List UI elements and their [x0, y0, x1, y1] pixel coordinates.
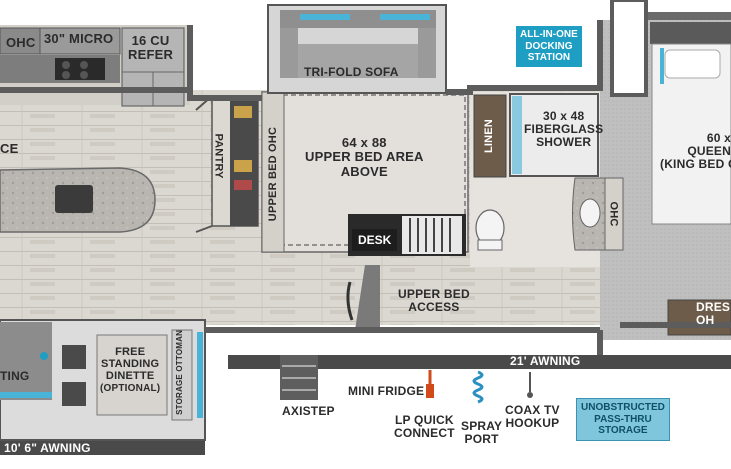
shower — [509, 93, 599, 177]
label-dresser-line2: OH — [696, 313, 715, 328]
badge-pass-line3: STORAGE — [598, 425, 648, 436]
label-ce: CE — [0, 141, 19, 156]
label-shower-line2: FIBERGLASS — [524, 122, 604, 137]
label-ohc-kitchen: OHC — [6, 35, 36, 50]
label-dinette-line3: DINETTE — [105, 370, 155, 383]
label-dinette-line2: STANDING — [101, 358, 160, 371]
label-queen-line3: (KING BED C — [660, 157, 731, 172]
kitchen-ohc-cabinet — [0, 27, 41, 55]
theater-seating — [0, 322, 52, 400]
storage-ottoman — [171, 329, 193, 421]
label-pantry: PANTRY — [212, 133, 225, 179]
label-lp-line2: CONNECT — [394, 426, 455, 441]
label-shower-line1: 30 x 48 — [542, 109, 585, 123]
label-dinette-line4: (OPTIONAL) — [100, 383, 161, 395]
label-storage-ottoman: STORAGE OTTOMAN — [175, 329, 185, 415]
label-micro: 30" MICRO — [44, 31, 114, 46]
dinette-chair-1 — [62, 345, 86, 369]
label-queen-line1: 60 x — [706, 131, 731, 145]
label-shower: 30 x 48 FIBERGLASS SHOWER — [524, 109, 604, 150]
bed-headboard — [650, 22, 731, 44]
label-refer-line2: REFER — [128, 47, 174, 63]
label-bed-area-line3: ABOVE — [340, 163, 388, 179]
label-shower-line3: SHOWER — [536, 135, 592, 150]
sofa-arm-left — [280, 28, 298, 78]
label-upper-access-line2: ACCESS — [408, 300, 460, 315]
label-upper-bed-ohc: UPPER BED OHC — [267, 126, 280, 222]
badge-docking-line2: DOCKING — [525, 40, 573, 52]
label-desk: DESK — [352, 229, 398, 251]
label-coax-line2: HOOKUP — [505, 416, 560, 431]
top-right-slide — [610, 0, 648, 97]
label-axistep: AXISTEP — [282, 404, 335, 418]
label-lp-quick-connect: LP QUICK CONNECT — [394, 413, 455, 441]
label-awning-left: 10' 6" AWNING — [4, 441, 91, 455]
label-upper-access-line1: UPPER BED — [398, 287, 470, 301]
linen-closet — [473, 94, 507, 178]
badge-docking-line3: STATION — [527, 52, 571, 63]
label-coax-tv-hookup: COAX TV HOOKUP — [505, 403, 560, 431]
label-dresser-line1: DRES — [696, 300, 731, 314]
label-linen: LINEN — [482, 119, 495, 154]
badge-pass-line2: PASS-THRU — [594, 413, 652, 425]
badge-pass-thru-storage: UNOBSTRUCTED PASS-THRU STORAGE — [576, 398, 670, 441]
dinette-table — [96, 334, 168, 416]
label-mini-fridge: MINI FRIDGE — [348, 384, 425, 398]
dinette-chair-2 — [62, 382, 86, 406]
dresser — [667, 299, 731, 336]
badge-pass-line1: UNOBSTRUCTED — [581, 402, 665, 413]
island-sink — [55, 185, 93, 213]
label-awning-right: 21' AWNING — [510, 354, 581, 368]
label-bed-area-line1: 64 x 88 — [341, 135, 387, 150]
label-upper-bed-area: 64 x 88 UPPER BED AREA ABOVE — [305, 135, 424, 179]
badge-docking-station: ALL-IN-ONE DOCKING STATION — [516, 26, 582, 67]
awning-right-bar — [228, 355, 731, 369]
label-bed-area-line2: UPPER BED AREA — [305, 149, 424, 165]
label-spray-port: SPRAY PORT — [461, 419, 503, 447]
label-dinette-line1: FREE — [115, 346, 146, 358]
awning-left-bar — [0, 441, 205, 455]
label-refer: 16 CU REFER — [128, 33, 174, 63]
label-sofa: TRI-FOLD SOFA — [304, 65, 399, 79]
label-refer-line1: 16 CU — [131, 33, 170, 48]
label-queen-bed: 60 x QUEEN (KING BED C — [660, 131, 731, 172]
label-ohc-bath: OHC — [607, 201, 620, 227]
label-spray-line1: SPRAY — [461, 419, 503, 433]
sofa-seat — [298, 44, 418, 78]
label-lp-line1: LP QUICK — [395, 413, 454, 427]
label-ting: TING — [0, 369, 30, 383]
label-upper-bed-access: UPPER BED ACCESS — [398, 287, 470, 315]
pillow — [664, 49, 721, 79]
bedroom-wall-top — [640, 12, 731, 20]
microwave — [39, 27, 121, 55]
label-queen-line2: QUEEN — [687, 144, 731, 159]
label-dresser: DRES OH — [696, 300, 731, 328]
badge-docking-line1: ALL-IN-ONE — [520, 29, 578, 40]
label-dinette: FREE STANDING DINETTE (OPTIONAL) — [100, 346, 160, 394]
upper-bed-access-stairs — [355, 265, 380, 330]
label-coax-line1: COAX TV — [505, 403, 560, 417]
label-spray-line2: PORT — [464, 432, 499, 447]
sofa-arm-right — [418, 28, 436, 78]
